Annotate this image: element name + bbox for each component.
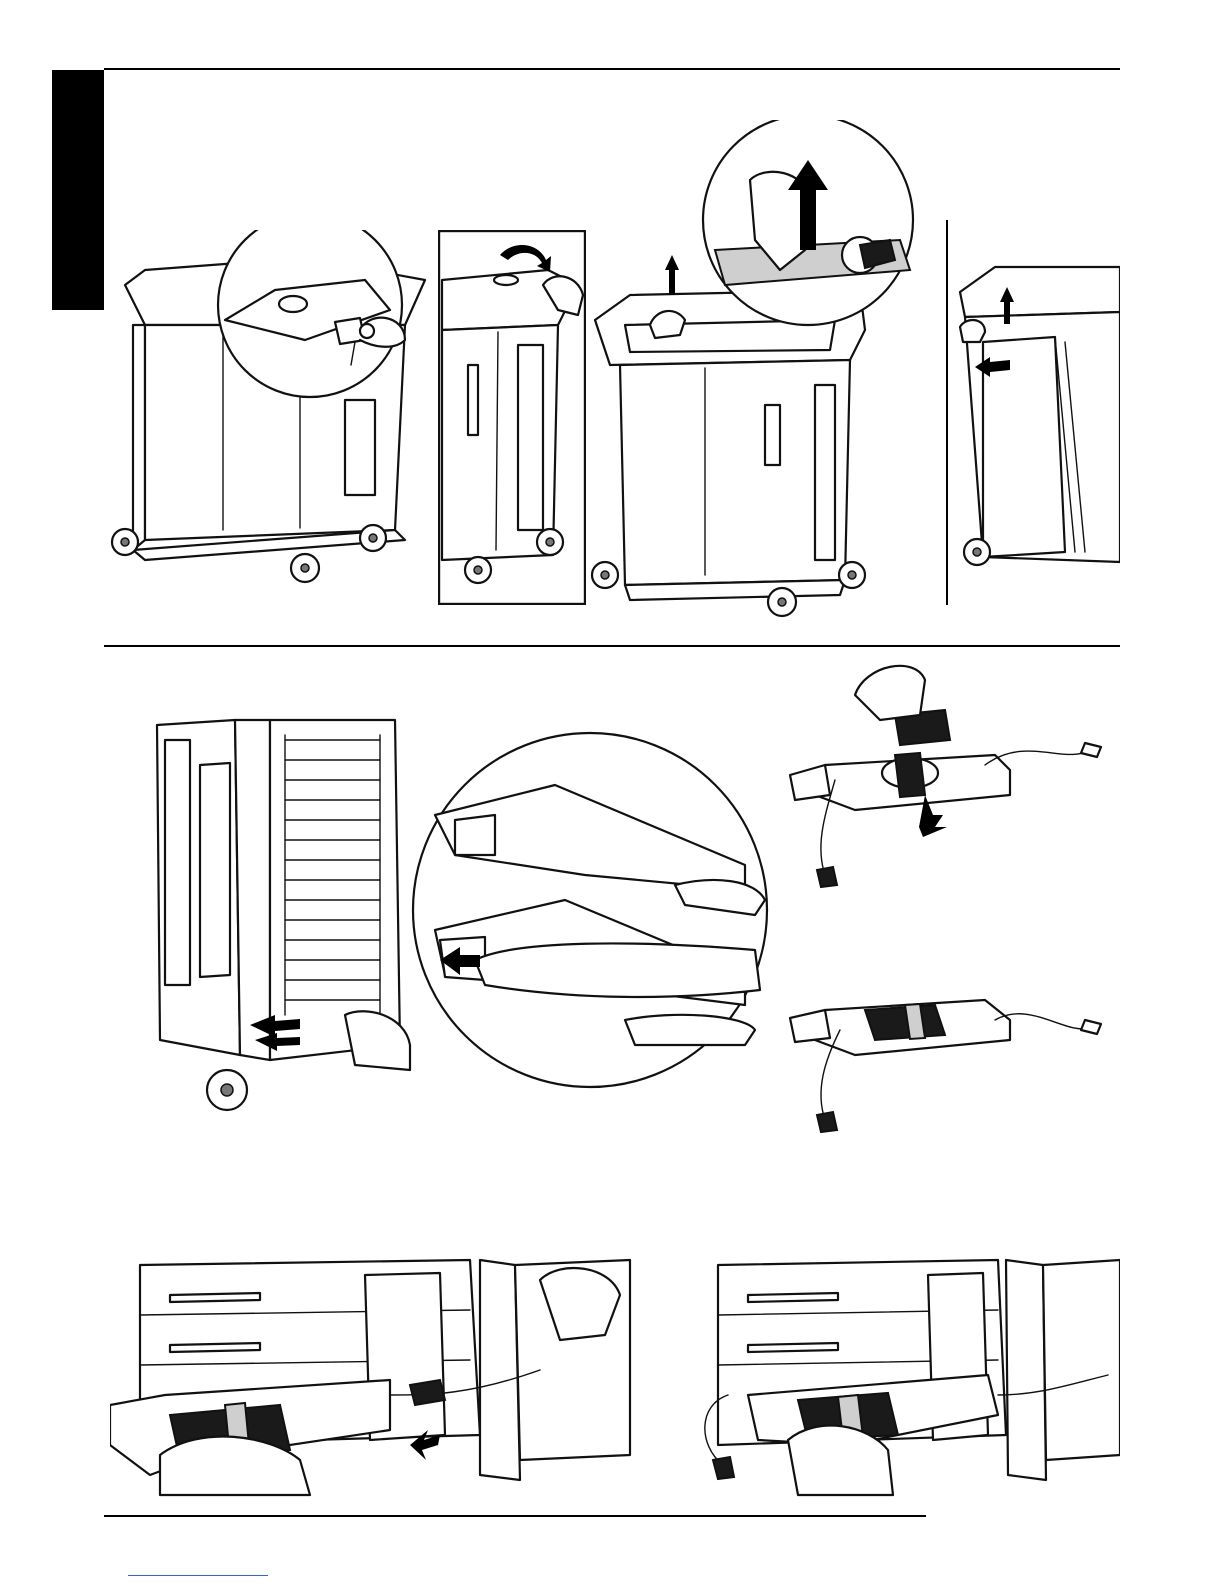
bottom-rule [104,1515,926,1517]
section-tab-marker [52,70,104,310]
lid-open-arrow-icon [438,230,586,605]
adapter-strap-tray-icon [785,655,1105,900]
top-rule [104,68,1120,70]
unplug-power-detail-icon [590,120,930,620]
cart-key-lock-detail-icon [105,230,435,595]
tray-insert-plug-icon [110,1255,635,1500]
footer-link-underline[interactable] [128,1575,268,1576]
adapter-tray-loaded-icon [785,990,1105,1140]
middle-rule [104,645,1120,647]
tray-installed-icon [688,1255,1120,1500]
panel-lift-arrow-icon [955,262,1120,592]
figure-divider [946,220,948,605]
tray-release-finger-detail-icon [155,715,775,1120]
